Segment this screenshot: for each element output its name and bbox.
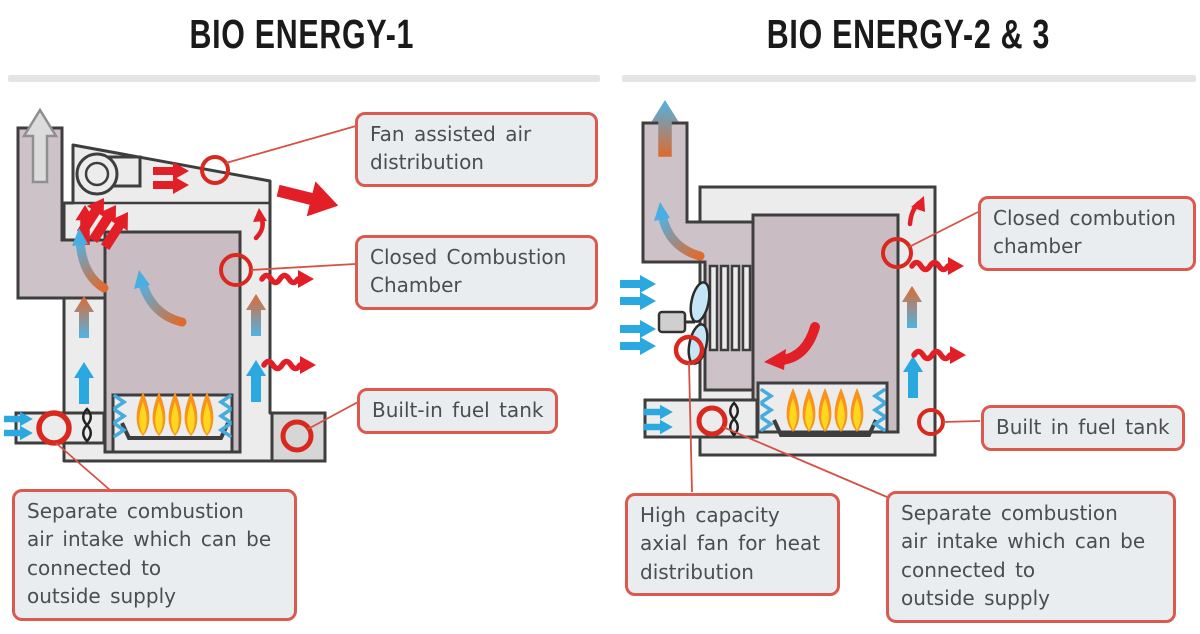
callout-connectors xyxy=(688,211,981,498)
right-boiler-diagram xyxy=(620,100,981,498)
marker-closed-combustion xyxy=(881,237,913,269)
left-panel-title: BIO ENERGY-1 xyxy=(189,10,415,57)
flue-flow-curved-arrow-icon xyxy=(654,202,705,261)
intake-air-arrow-icon xyxy=(620,320,656,338)
centrifugal-fan-icon xyxy=(75,152,142,196)
flue-flow-curved-arrow-icon xyxy=(72,228,109,293)
right-divider xyxy=(622,75,1196,82)
intake-air-arrow-icon xyxy=(620,275,656,293)
marker-air-intake xyxy=(36,410,72,446)
callout-closed-combustion-left: Closed Combustion Chamber xyxy=(355,235,598,310)
callout-air-intake-right: Separate combustion air intake which can… xyxy=(886,491,1176,623)
callout-built-in-fuel-tank-left: Built-in fuel tank xyxy=(357,388,559,435)
axial-fan-icon xyxy=(657,281,711,365)
chamber-flow-curved-arrow-icon xyxy=(134,270,187,327)
hook-arrow-icon xyxy=(907,196,925,227)
right-panel-title: BIO ENERGY-2 & 3 xyxy=(766,10,1050,57)
intake-air-arrow-icon xyxy=(620,337,656,355)
exhaust-up-arrow-icon xyxy=(21,107,59,184)
callout-axial-fan: High capacity axial fan for heat distrib… xyxy=(625,493,840,597)
left-boiler-diagram xyxy=(4,107,359,491)
hearth-tray xyxy=(772,419,878,437)
intake-air-arrow-icon xyxy=(620,292,656,310)
marker-air-intake xyxy=(696,405,728,437)
hook-arrow-icon xyxy=(253,208,267,241)
warm-air-out-arrow-icon xyxy=(276,181,339,217)
chamber-flow-curved-arrow-icon xyxy=(764,322,820,370)
callout-air-intake-left: Separate combustion air intake which can… xyxy=(12,489,297,621)
left-divider xyxy=(8,75,600,82)
callout-fan-assisted: Fan assisted air distribution xyxy=(355,112,598,187)
callout-built-in-fuel-tank-right: Built in fuel tank xyxy=(981,405,1185,452)
marker-fuel-tank xyxy=(280,419,314,453)
wavy-heat-arrow-icon xyxy=(264,356,316,374)
callout-closed-combustion-right: Closed combution chamber xyxy=(978,196,1196,271)
callout-connectors xyxy=(55,125,359,491)
heat-exchanger-slats xyxy=(708,264,752,352)
marker-fan-assisted xyxy=(200,155,230,185)
